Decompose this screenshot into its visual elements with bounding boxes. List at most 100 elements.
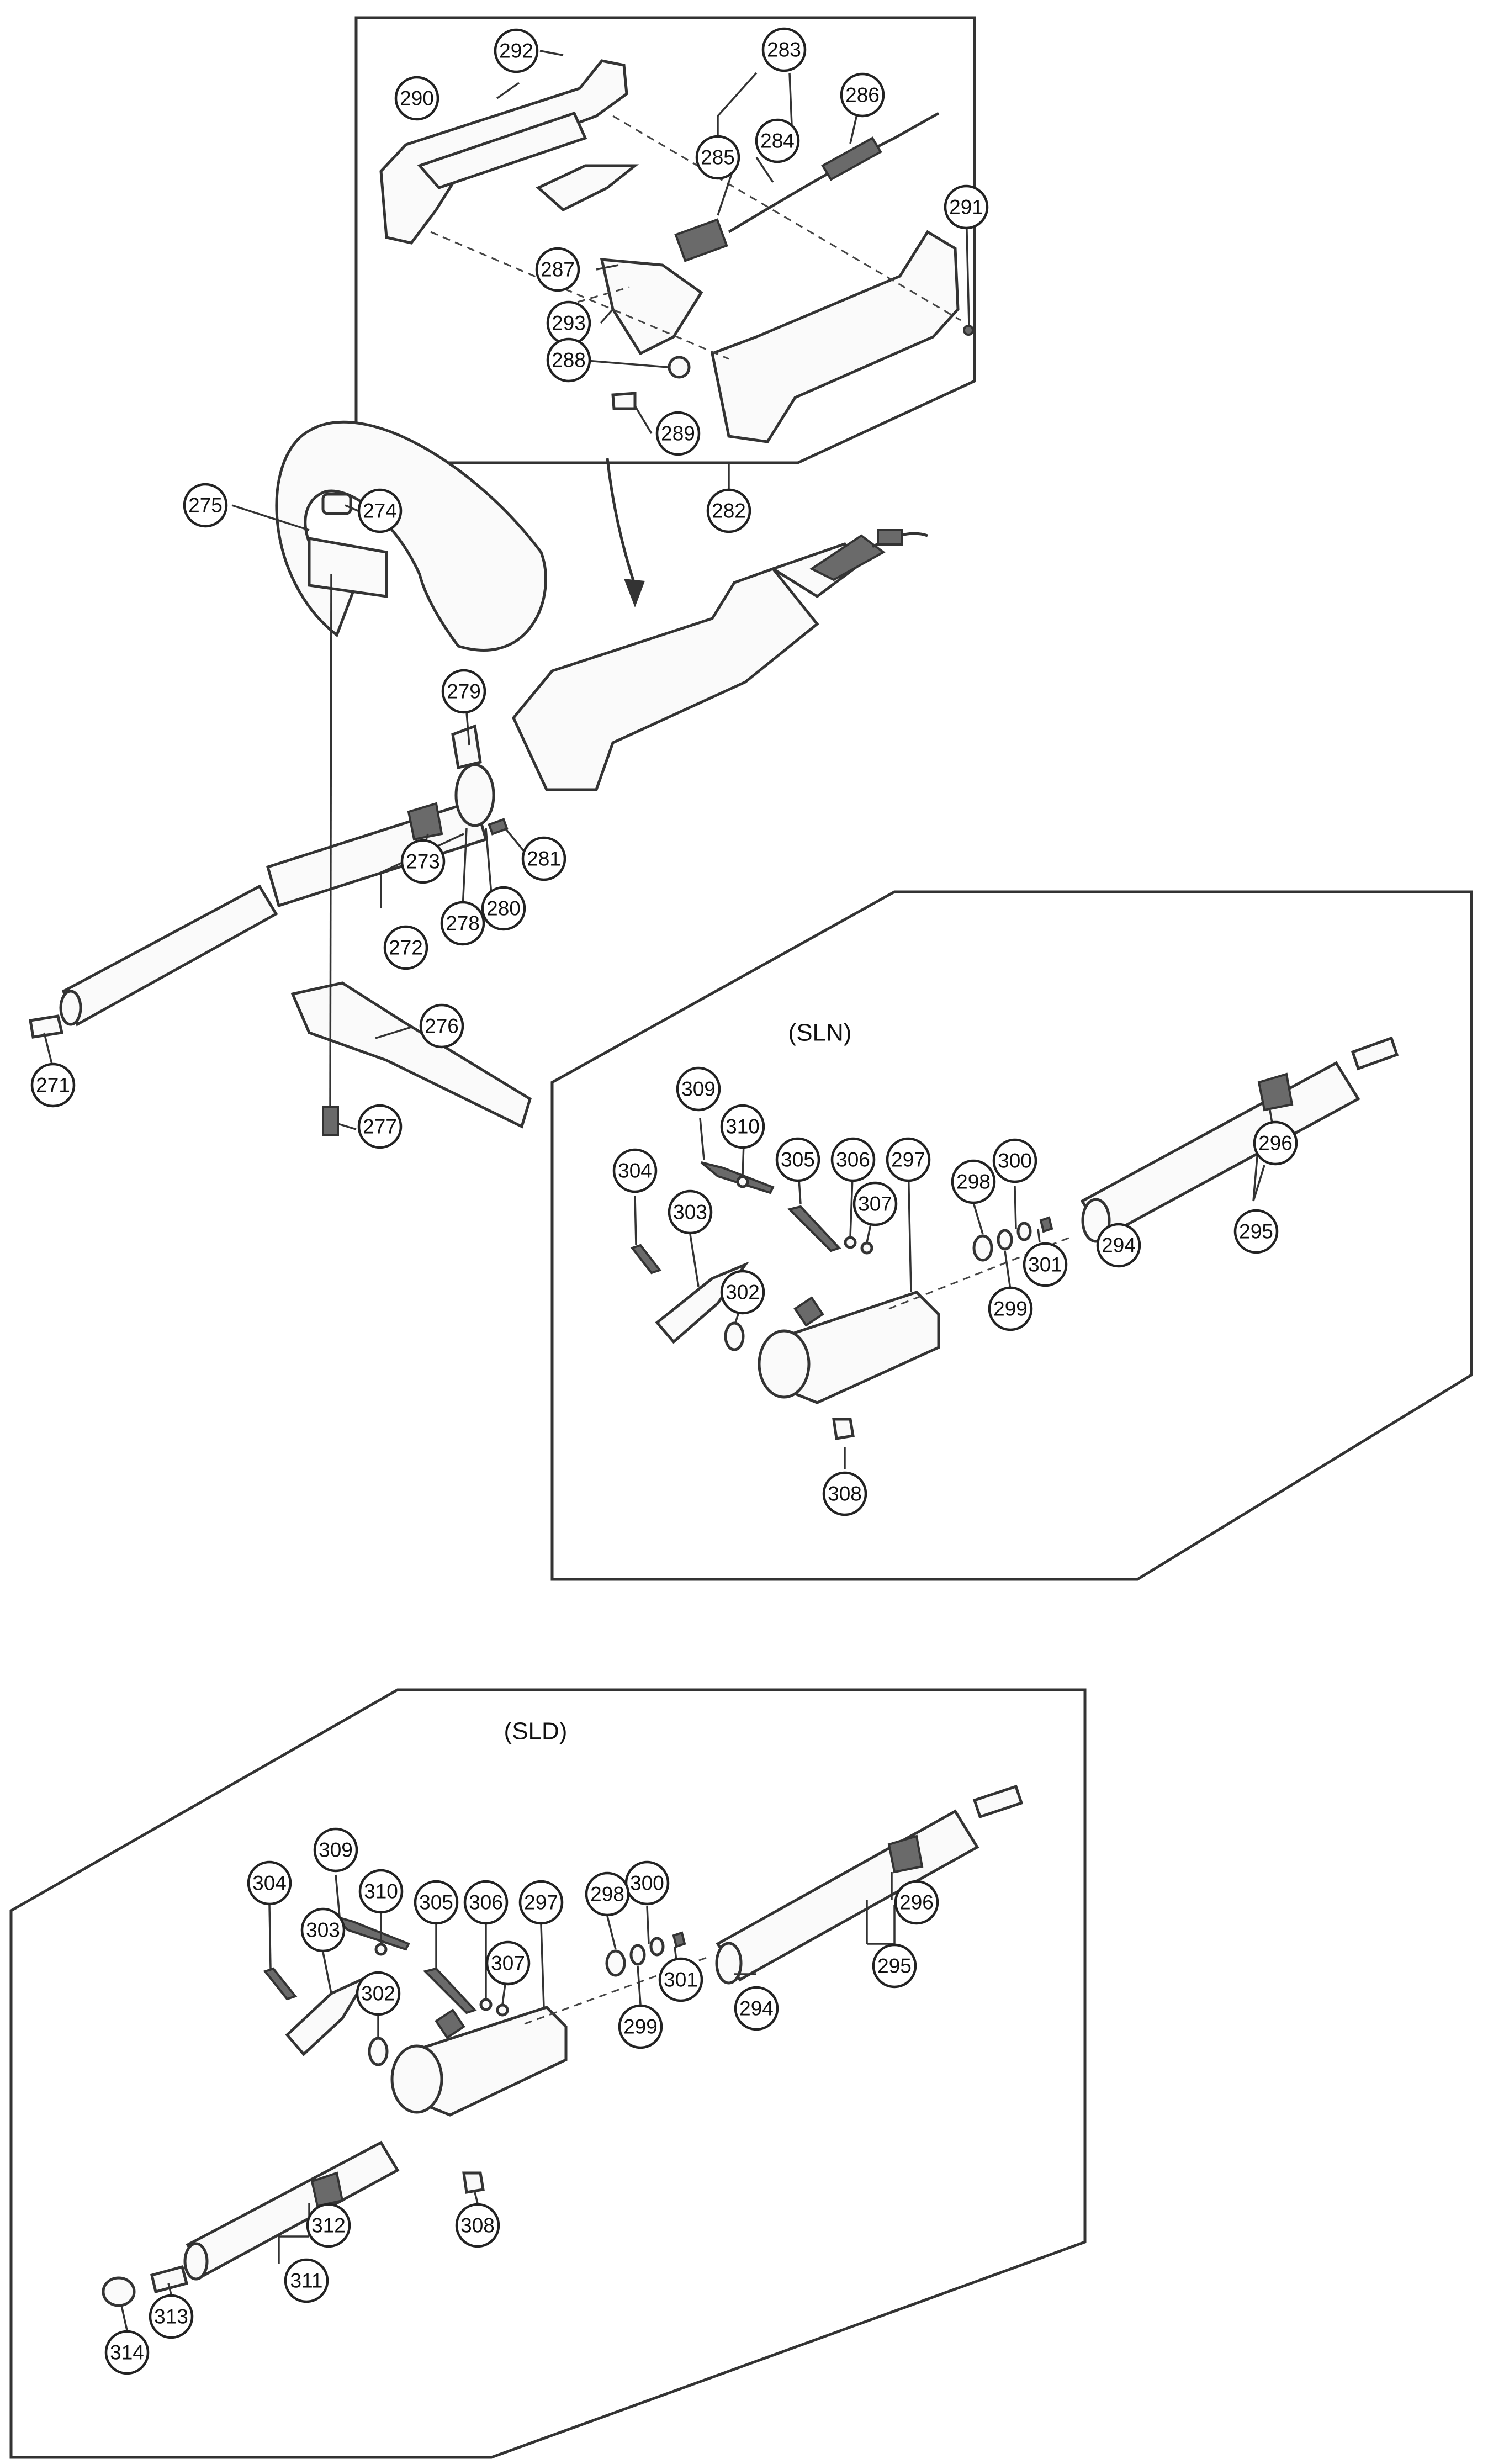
- callout-circle: [521, 836, 566, 881]
- callout-sln299: 299: [988, 1286, 1033, 1331]
- callout-c282: 282: [706, 488, 751, 533]
- callout-sld296: 296: [894, 1880, 939, 1925]
- callout-sld300: 300: [624, 1860, 670, 1906]
- callout-c273: 273: [400, 839, 446, 884]
- callout-sld313: 313: [149, 2294, 194, 2339]
- callout-circle: [852, 1181, 898, 1226]
- callout-circle: [894, 1880, 939, 1925]
- callout-c292: 292: [494, 28, 539, 73]
- callout-circle: [535, 247, 580, 292]
- callout-sld302: 302: [356, 1971, 401, 2016]
- main-shaft-assembly: [29, 420, 928, 1136]
- callout-circle: [755, 118, 800, 163]
- callout-number: 301: [1028, 1254, 1062, 1276]
- callout-number: 298: [956, 1171, 991, 1193]
- callout-circle: [944, 184, 989, 230]
- callout-circle: [463, 1880, 509, 1925]
- callout-circle: [761, 27, 807, 72]
- callout-number: 276: [425, 1015, 459, 1038]
- callout-number: 307: [491, 1952, 525, 1975]
- callout-number: 278: [446, 912, 480, 935]
- callout-sln307: 307: [852, 1181, 898, 1226]
- callout-c289: 289: [655, 411, 701, 456]
- callout-number: 295: [1239, 1220, 1273, 1243]
- callout-number: 281: [527, 848, 561, 870]
- callout-c287: 287: [535, 247, 580, 292]
- callout-sld297: 297: [518, 1880, 564, 1925]
- callout-circle: [485, 1940, 531, 1986]
- handle-detail-panel: [354, 16, 976, 511]
- callout-number: 299: [993, 1298, 1028, 1320]
- callout-number: 272: [389, 937, 423, 959]
- callout-number: 279: [447, 680, 481, 703]
- callout-c286: 286: [840, 72, 885, 118]
- sln-label: (SLN): [788, 1019, 852, 1046]
- callout-number: 282: [712, 500, 746, 522]
- callout-sld305: 305: [414, 1880, 459, 1925]
- callout-number: 306: [469, 1891, 503, 1914]
- callout-sld309: 309: [313, 1827, 358, 1873]
- callout-circle: [247, 1860, 292, 1906]
- callout-number: 287: [541, 258, 575, 281]
- callout-sln303: 303: [668, 1189, 713, 1235]
- callout-circle: [455, 2203, 500, 2248]
- callout-number: 294: [1102, 1234, 1136, 1257]
- callout-c284: 284: [755, 118, 800, 163]
- callout-circle: [383, 925, 428, 970]
- callout-sld298: 298: [585, 1871, 630, 1917]
- callout-circle: [618, 2004, 663, 2049]
- callout-number: 310: [726, 1115, 760, 1138]
- callout-circle: [518, 1880, 564, 1925]
- callout-sld310: 310: [358, 1869, 404, 1914]
- callout-circle: [104, 2330, 150, 2375]
- callout-sld294: 294: [734, 1986, 779, 2031]
- sld-label: (SLD): [504, 1718, 568, 1745]
- callout-number: 298: [590, 1883, 624, 1906]
- callout-c272: 272: [383, 925, 428, 970]
- callout-circle: [1023, 1242, 1068, 1287]
- callout-sld306: 306: [463, 1880, 509, 1925]
- callout-number: 286: [845, 84, 880, 107]
- callout-circle: [30, 1062, 76, 1108]
- callout-number: 314: [110, 2341, 144, 2364]
- callout-circle: [720, 1104, 765, 1149]
- callout-number: 283: [767, 39, 801, 61]
- callout-c280: 280: [481, 886, 526, 931]
- callout-number: 273: [406, 850, 440, 873]
- callout-number: 305: [781, 1149, 815, 1171]
- callout-number: 299: [623, 2016, 658, 2038]
- callout-sln308: 308: [822, 1471, 867, 1516]
- callout-circle: [1233, 1209, 1279, 1254]
- callout-circle: [481, 886, 526, 931]
- callout-sln305: 305: [775, 1137, 820, 1182]
- callout-circle: [655, 411, 701, 456]
- callout-c276: 276: [419, 1003, 464, 1049]
- callout-sln306: 306: [830, 1137, 876, 1182]
- callout-circle: [706, 488, 751, 533]
- callout-circle: [886, 1137, 931, 1182]
- callout-c283: 283: [761, 27, 807, 72]
- callout-circle: [494, 28, 539, 73]
- callout-number: 308: [828, 1483, 862, 1505]
- callout-circle: [840, 72, 885, 118]
- callout-c281: 281: [521, 836, 566, 881]
- callout-circle: [546, 337, 591, 383]
- callout-circle: [668, 1189, 713, 1235]
- callout-number: 302: [361, 1982, 395, 2005]
- callout-number: 294: [739, 1997, 774, 2020]
- callout-number: 306: [836, 1149, 870, 1171]
- callout-number: 310: [364, 1880, 398, 1903]
- callout-sld299: 299: [618, 2004, 663, 2049]
- callout-number: 312: [311, 2214, 346, 2237]
- callout-number: 277: [363, 1115, 397, 1138]
- callout-c288: 288: [546, 337, 591, 383]
- callout-number: 302: [726, 1281, 760, 1304]
- callout-number: 297: [891, 1149, 925, 1171]
- callout-circle: [992, 1138, 1037, 1183]
- callout-c271: 271: [30, 1062, 76, 1108]
- callout-circle: [720, 1270, 765, 1315]
- callout-sld312: 312: [306, 2203, 351, 2248]
- callout-sln297: 297: [886, 1137, 931, 1182]
- callout-circle: [419, 1003, 464, 1049]
